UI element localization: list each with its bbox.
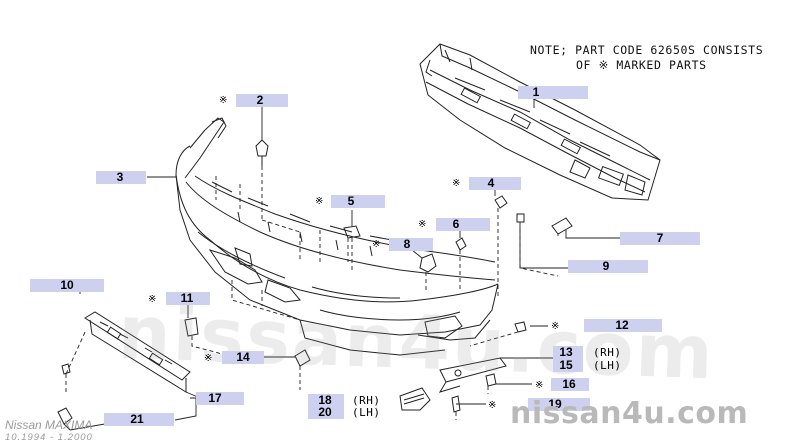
- star-4: ※: [452, 178, 461, 189]
- callout-19-bg: [528, 398, 590, 411]
- callout-6[interactable]: 6: [452, 217, 460, 231]
- callout-2[interactable]: 2: [256, 93, 264, 107]
- callout-11[interactable]: 11: [180, 291, 194, 305]
- callout-4-bg: [469, 177, 521, 190]
- callout-15[interactable]: 15: [559, 358, 573, 372]
- license-bracket: [57, 311, 191, 431]
- callout-5-bg: [331, 195, 385, 208]
- model-name: Nissan MAXIMA: [5, 418, 93, 432]
- note-line-1: NOTE; PART CODE 62650S CONSISTS: [530, 43, 764, 57]
- callout-12[interactable]: 12: [615, 318, 629, 332]
- callout-12-bg: [584, 319, 662, 332]
- callout-20[interactable]: 20: [318, 405, 332, 419]
- star-5: ※: [315, 196, 324, 207]
- callout-16-bg: [551, 378, 589, 391]
- callout-3-bg: [96, 171, 146, 184]
- star-14: ※: [204, 353, 213, 364]
- leader-lines: [69, 99, 620, 431]
- callout-20-bg: [308, 406, 344, 419]
- star-2: ※: [219, 95, 228, 106]
- callout-10[interactable]: 10: [60, 278, 74, 292]
- callout-9-bg: [568, 260, 648, 273]
- callout-9[interactable]: 9: [602, 259, 610, 273]
- model-dates: 10.1994 - 1.2000: [5, 432, 93, 443]
- brand-watermark: nissan4u.com: [510, 396, 749, 431]
- callout-1-bg: [518, 86, 588, 99]
- star-11: ※: [148, 294, 157, 305]
- callout-6-bg: [436, 218, 490, 231]
- callout-14[interactable]: 14: [236, 350, 250, 364]
- callout-13-rh: (RH): [593, 346, 622, 359]
- bumper-cover: [175, 117, 499, 356]
- callout-21[interactable]: 21: [130, 412, 144, 426]
- callout-4[interactable]: 4: [487, 176, 495, 190]
- callout-20-lh: (LH): [352, 406, 381, 419]
- callout-7-bg: [620, 232, 700, 245]
- side-bracket: [438, 357, 507, 393]
- callout-3[interactable]: 3: [116, 170, 124, 184]
- star-6: ※: [418, 219, 427, 230]
- callout-13[interactable]: 13: [559, 345, 573, 359]
- callout-13-bg: [553, 346, 583, 359]
- callout-19[interactable]: 19: [548, 397, 562, 411]
- callout-14-bg: [222, 351, 264, 364]
- callout-7[interactable]: 7: [656, 231, 664, 245]
- callout-18-rh: (RH): [352, 394, 381, 407]
- callout-8-bg: [389, 238, 433, 251]
- callout-1[interactable]: 1: [532, 85, 540, 99]
- callout-2-bg: [236, 94, 288, 107]
- star-19: ※: [488, 400, 497, 411]
- callout-15-bg: [553, 359, 583, 372]
- star-8: ※: [372, 239, 381, 250]
- callout-17[interactable]: 17: [208, 391, 222, 405]
- callout-17-bg: [196, 392, 244, 405]
- callout-18-bg: [308, 394, 344, 407]
- note-line-2: OF ※ MARKED PARTS: [576, 58, 707, 72]
- callout-11-bg: [166, 292, 210, 305]
- star-16: ※: [535, 380, 544, 391]
- hardware: [61, 139, 573, 413]
- callout-21-bg: [104, 413, 174, 426]
- callout-8[interactable]: 8: [403, 237, 411, 251]
- callout-15-lh: (LH): [593, 359, 622, 372]
- callout-10-bg: [30, 279, 104, 292]
- callout-18[interactable]: 18: [318, 393, 332, 407]
- callout-5[interactable]: 5: [347, 194, 355, 208]
- callout-16[interactable]: 16: [562, 377, 576, 391]
- star-12: ※: [551, 321, 560, 332]
